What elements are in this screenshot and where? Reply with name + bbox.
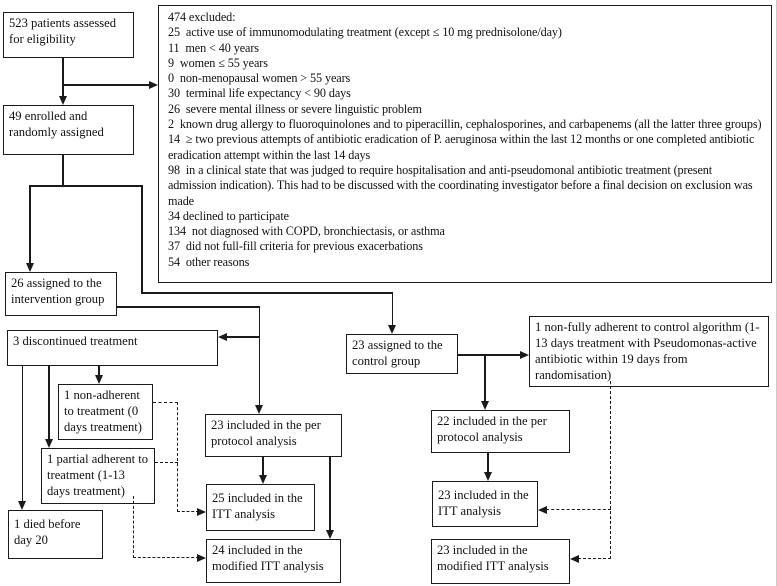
dashed-to-int-mitt-v [132, 496, 134, 558]
excluded-title: 474 excluded: [168, 10, 236, 24]
connector-to-excluded-arrow [149, 80, 158, 89]
connector-to-int-per-protocol-arrow [255, 405, 263, 414]
box-assessed-eligibility: 523 patients assessed for eligibility [3, 12, 134, 58]
connector-to-control-v2 [391, 292, 394, 327]
dashed-to-int-itt-v [176, 402, 178, 512]
connector-to-non-adherent [98, 366, 100, 377]
box-excluded-reasons: 474 excluded: 25 active use of immunomod… [158, 5, 772, 283]
excluded-item: 34 declined to participate [168, 208, 289, 223]
excluded-item: 37 did not full-fill criteria for previo… [168, 239, 423, 254]
excluded-item: 9 women ≤ 55 years [168, 55, 268, 70]
connector-int-pp-to-itt [262, 457, 264, 476]
connector-to-control-v1 [141, 185, 143, 293]
connector-to-partial-adherent [48, 366, 50, 440]
connector-intervention-right [117, 306, 260, 308]
connector-to-intervention-arrow [25, 263, 34, 272]
connector-to-ctrl-per-protocol-arrow [480, 401, 489, 410]
box-enrolled-randomised: 49 enrolled and randomly assigned [3, 105, 134, 155]
connector-ctrl-pp-to-itt-arrow [483, 472, 492, 481]
dashed-to-int-itt-h [176, 511, 199, 512]
box-intervention-modified-itt: 24 included in the modified ITT analysis [206, 539, 341, 583]
box-intervention-per-protocol: 23 included in the per protocol analysis [205, 414, 342, 457]
excluded-item: 2 known drug allergy to fluoroquinolones… [168, 117, 762, 132]
box-control-itt: 23 included in the ITT analysis [432, 481, 538, 527]
connector-ctrl-pp-to-itt [487, 453, 489, 473]
connector-control-down [484, 354, 486, 402]
connector-control-right [458, 354, 521, 356]
connector-to-non-adherent-arrow [94, 375, 103, 384]
dashed-to-ctrl-mitt-h [578, 558, 611, 559]
connector-enrolled-down [62, 155, 64, 186]
excluded-item: 11 men < 40 years [168, 40, 259, 55]
connector-int-pp-to-mitt [329, 457, 331, 531]
box-non-fully-adherent-control: 1 non-fully adherent to control algorith… [529, 316, 769, 388]
connector-assessed-to-enrolled [62, 58, 64, 97]
dashed-to-ctrl-itt-h [546, 509, 611, 510]
excluded-item: 14 ≥ two previous attempts of antibiotic… [168, 132, 758, 162]
connector-to-non-fully-adherent-arrow [520, 350, 529, 359]
excluded-item: 134 not diagnosed with COPD, bronchiecta… [168, 224, 445, 239]
connector-randomisation-split [29, 185, 143, 187]
connector-to-discontinued-arrow [218, 332, 227, 341]
connector-assessed-to-enrolled-arrow [58, 96, 67, 105]
connector-to-died-arrow [18, 501, 26, 510]
dashed-to-ctrl-mitt-arrow [570, 554, 579, 563]
dashed-to-int-itt-arrow [197, 507, 206, 516]
box-discontinued-treatment: 3 discontinued treatment [7, 330, 218, 366]
dashed-non-adherent-out [153, 402, 178, 403]
connector-to-discontinued [226, 336, 260, 338]
dashed-non-fully-adherent-v [610, 381, 611, 559]
excluded-item: 26 severe mental illness or severe lingu… [168, 101, 422, 116]
connector-int-pp-to-itt-arrow [258, 475, 267, 484]
box-non-adherent: 1 non-adherent to treatment (0 days trea… [58, 384, 153, 440]
connector-to-partial-adherent-arrow [44, 439, 53, 448]
box-control-modified-itt: 23 included in the modified ITT analysis [431, 539, 570, 584]
excluded-item: 0 non-menopausal women > 55 years [168, 71, 351, 86]
dashed-to-int-mitt-arrow [197, 553, 206, 562]
connector-to-excluded [62, 84, 150, 86]
connector-to-control-arrow [388, 325, 396, 334]
connector-to-intervention [29, 185, 31, 265]
box-partial-adherent: 1 partial adherent to treatment (1-13 da… [41, 448, 155, 504]
excluded-item: 98 in a clinical state that was judged t… [168, 162, 756, 208]
dashed-to-ctrl-itt-arrow [538, 505, 547, 514]
connector-to-died [21, 366, 24, 502]
box-control-per-protocol: 22 included in the per protocol analysis [431, 410, 570, 453]
connector-to-control-h [141, 292, 393, 294]
dashed-partial-adherent-out [155, 462, 178, 463]
connector-intervention-down [258, 306, 261, 406]
dashed-to-int-mitt-h [132, 557, 199, 558]
excluded-item: 54 other reasons [168, 254, 250, 269]
connector-int-pp-to-mitt-arrow [325, 530, 334, 539]
excluded-item: 25 active use of immunomodulating treatm… [168, 25, 562, 40]
box-died-before-day20: 1 died before day 20 [8, 510, 103, 559]
excluded-item: 30 terminal life expectancy < 90 days [168, 86, 351, 101]
box-intervention-group: 26 assigned to the intervention group [5, 272, 117, 316]
box-intervention-itt: 25 included in the ITT analysis [206, 484, 315, 531]
box-control-group: 23 assigned to the control group [346, 334, 458, 374]
